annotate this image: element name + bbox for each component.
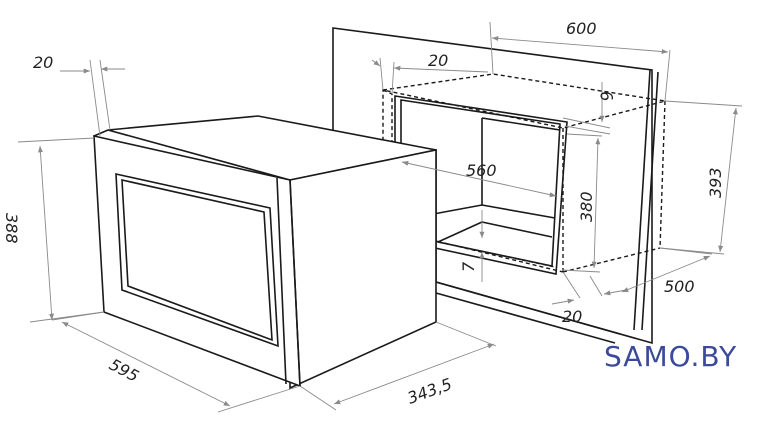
dimension-lines xyxy=(17,21,743,413)
label-niche-top-gap: 6 xyxy=(596,89,616,102)
oven-window xyxy=(115,172,279,348)
label-panel-thickness: 20 xyxy=(33,53,53,72)
oven-body xyxy=(93,115,437,390)
label-niche-inner-width: 560 xyxy=(466,161,497,180)
label-oven-depth: 343,5 xyxy=(405,374,455,408)
label-niche-side-gap: 20 xyxy=(428,51,448,70)
label-niche-bottom-gap: 7 xyxy=(459,261,478,272)
label-cabinet-height: 393 xyxy=(706,167,725,198)
label-oven-height: 388 xyxy=(2,213,21,244)
label-cabinet-width: 600 xyxy=(566,19,597,38)
label-niche-front-gap: 20 xyxy=(562,307,582,326)
brand-logo-text: SAMO.BY xyxy=(604,340,737,373)
label-niche-height: 380 xyxy=(577,191,596,222)
label-niche-depth: 500 xyxy=(664,277,695,296)
